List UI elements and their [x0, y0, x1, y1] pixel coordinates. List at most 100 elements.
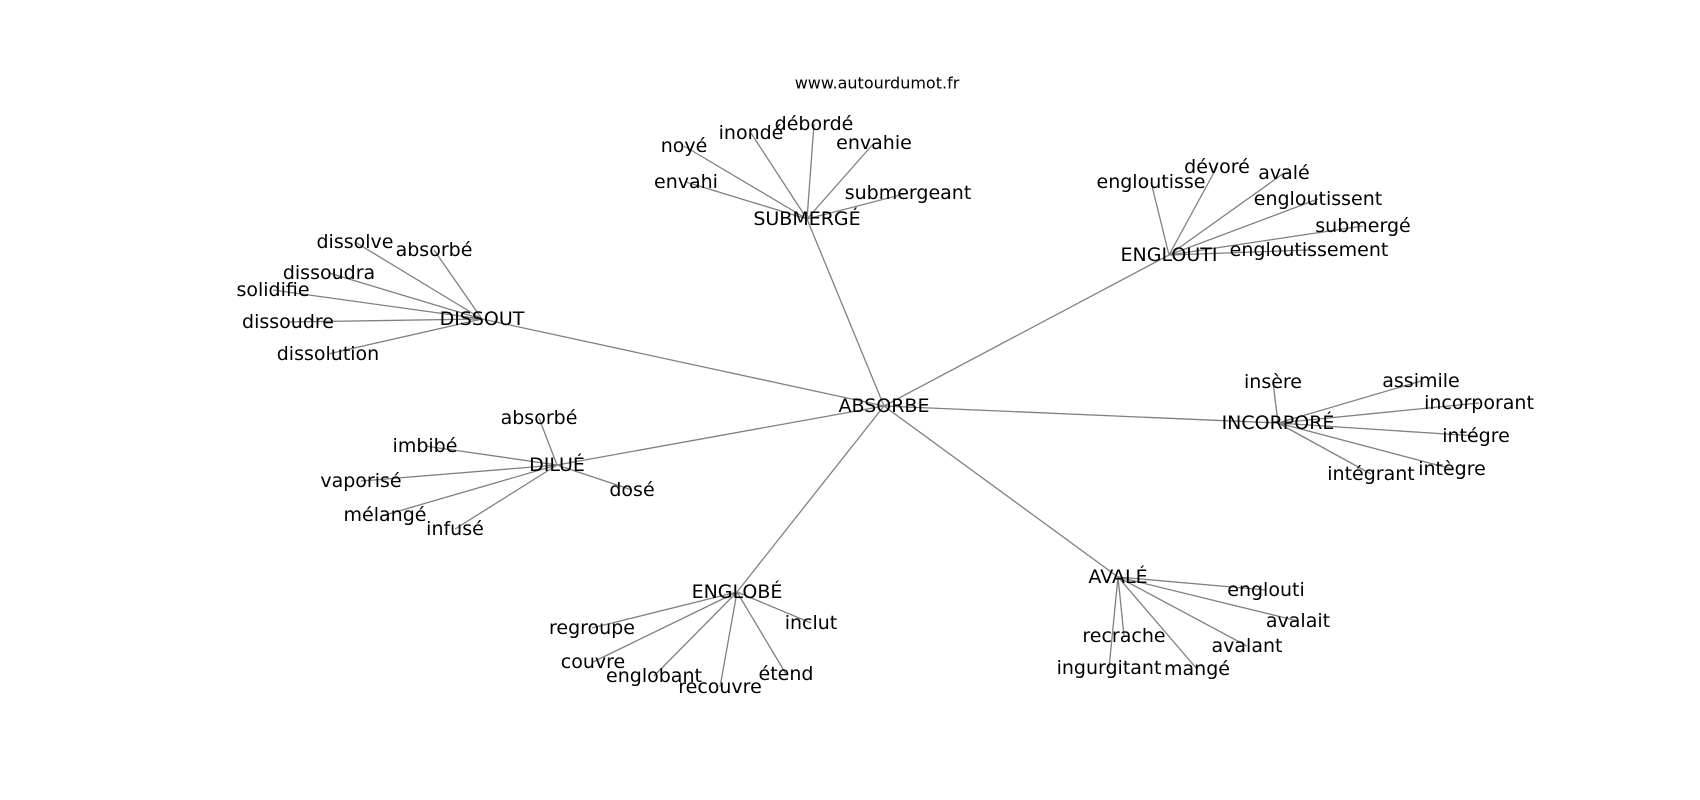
leaf-word-submerge: débordé: [775, 113, 854, 135]
leaf-word-dissout: absorbé: [396, 239, 473, 261]
edge-submerge-leaf: [806, 123, 815, 220]
edge-submerge-leaf: [806, 142, 875, 220]
edge-incorpore-leaf: [1277, 380, 1422, 424]
edge-hub-avale: [883, 405, 1119, 578]
edge-englouti-leaf: [1168, 166, 1218, 256]
leaf-word-avale: mangé: [1164, 658, 1230, 680]
edge-hub-submerge: [806, 218, 885, 407]
graph-labels: www.autourdumot.fr noyéinondédébordéenva…: [236, 74, 1533, 699]
edge-submerge-leaf: [685, 181, 808, 220]
edge-submerge-leaf: [683, 145, 808, 220]
edge-hub-englouti: [883, 254, 1170, 407]
edge-englouti-leaf: [1168, 198, 1319, 256]
leaf-word-dilue: vaporisé: [320, 470, 401, 492]
edge-avale-leaf: [1108, 576, 1119, 669]
leaf-word-englobe: inclut: [785, 612, 838, 634]
edge-hub-dilue: [556, 405, 885, 466]
edge-englobe-leaf: [736, 591, 812, 624]
cluster-node-avale: AVALÉ: [1088, 565, 1147, 588]
site-credit: www.autourdumot.fr: [795, 74, 960, 93]
leaf-word-submerge: envahi: [654, 171, 718, 193]
cluster-node-englouti: ENGLOUTI: [1121, 244, 1218, 266]
edge-hub-englobe: [736, 405, 885, 593]
leaf-word-englouti: engloutissent: [1254, 188, 1382, 210]
leaf-word-englouti: engloutisse: [1097, 171, 1206, 193]
edge-dilue-leaf: [538, 417, 558, 466]
edge-incorpore-leaf: [1277, 422, 1477, 437]
leaf-word-submerge: submergeant: [845, 182, 972, 204]
leaf-word-dissout: dissoudra: [283, 262, 375, 284]
leaf-word-dilue: mélangé: [344, 504, 427, 526]
edge-englobe-leaf: [736, 591, 787, 675]
edge-englouti-leaf: [1168, 249, 1310, 256]
leaf-word-englobe: regroupe: [549, 617, 635, 639]
leaf-word-incorpore: intégrant: [1327, 463, 1414, 485]
leaf-word-englouti: avalé: [1258, 162, 1310, 184]
leaf-word-avale: englouti: [1227, 579, 1304, 601]
edge-submerge-leaf: [750, 132, 808, 220]
leaf-word-dissout: dissolve: [317, 231, 394, 253]
edge-englouti-leaf: [1168, 172, 1285, 256]
leaf-word-avale: avalait: [1266, 610, 1330, 632]
edge-englobe-leaf: [591, 591, 738, 629]
leaf-word-englobe: étend: [759, 663, 814, 685]
leaf-word-dissout: dissolution: [277, 343, 379, 365]
cluster-node-submerge: SUBMERGÉ: [753, 207, 860, 230]
edge-dissout-leaf: [433, 249, 483, 320]
edge-hub-incorpore: [883, 405, 1279, 424]
leaf-word-dilue: imbibé: [393, 435, 458, 457]
leaf-word-englouti: dévoré: [1184, 156, 1250, 178]
leaf-word-avale: avalant: [1212, 635, 1283, 657]
leaf-word-submerge: envahie: [836, 132, 912, 154]
edge-dissout-leaf: [272, 289, 483, 320]
edge-incorpore-leaf: [1272, 381, 1279, 424]
leaf-word-incorpore: intégre: [1442, 425, 1510, 447]
leaf-word-incorpore: insère: [1244, 371, 1302, 393]
cluster-node-dissout: DISSOUT: [440, 308, 525, 330]
edge-incorpore-leaf: [1277, 422, 1372, 475]
leaf-word-incorpore: assimile: [1382, 370, 1459, 392]
edge-englobe-leaf: [719, 591, 738, 688]
edge-hub-dissout: [481, 318, 885, 407]
leaf-word-dissout: dissoudre: [242, 311, 334, 333]
edge-dilue-leaf: [424, 445, 558, 466]
edge-dilue-leaf: [360, 464, 558, 482]
edge-englouti-leaf: [1168, 225, 1364, 256]
leaf-word-englobe: recouvre: [678, 676, 762, 698]
edge-dissout-leaf: [328, 272, 483, 320]
leaf-word-englouti: submergé: [1315, 215, 1410, 237]
leaf-word-dissout: solidifie: [236, 279, 309, 301]
edge-incorpore-leaf: [1277, 402, 1480, 424]
leaf-word-dilue: dosé: [609, 479, 654, 501]
leaf-word-submerge: noyé: [661, 135, 708, 157]
edge-avale-leaf: [1117, 576, 1299, 622]
leaf-word-submerge: inondé: [719, 122, 784, 144]
edge-incorpore-leaf: [1277, 422, 1453, 470]
cluster-node-dilue: DILUÉ: [529, 453, 585, 476]
edge-dilue-leaf: [384, 464, 558, 516]
edge-dissout-leaf: [287, 318, 483, 323]
edge-englobe-leaf: [592, 591, 738, 663]
leaf-word-incorpore: incorporant: [1424, 392, 1534, 414]
edge-dissout-leaf: [327, 318, 483, 355]
edge-englobe-leaf: [653, 591, 738, 677]
leaf-word-englobe: couvre: [561, 651, 625, 673]
hub-node: ABSORBE: [839, 395, 930, 417]
edge-avale-leaf: [1117, 576, 1248, 647]
leaf-word-avale: ingurgitant: [1057, 657, 1162, 679]
edge-dilue-leaf: [556, 464, 633, 491]
leaf-word-englobe: englobant: [606, 665, 702, 687]
leaf-word-englouti: engloutissement: [1230, 239, 1389, 261]
leaf-word-dilue: absorbé: [501, 407, 578, 429]
leaf-word-avale: recrache: [1082, 625, 1165, 647]
edge-avale-leaf: [1117, 576, 1267, 591]
edge-avale-leaf: [1117, 576, 1125, 637]
leaf-word-incorpore: intègre: [1418, 458, 1486, 480]
edge-avale-leaf: [1117, 576, 1198, 670]
graph-edges: [272, 123, 1480, 688]
edge-dilue-leaf: [454, 464, 558, 530]
edge-submerge-leaf: [806, 192, 909, 220]
cluster-node-incorpore: INCORPORÉ: [1222, 411, 1335, 434]
edge-englouti-leaf: [1150, 181, 1170, 256]
